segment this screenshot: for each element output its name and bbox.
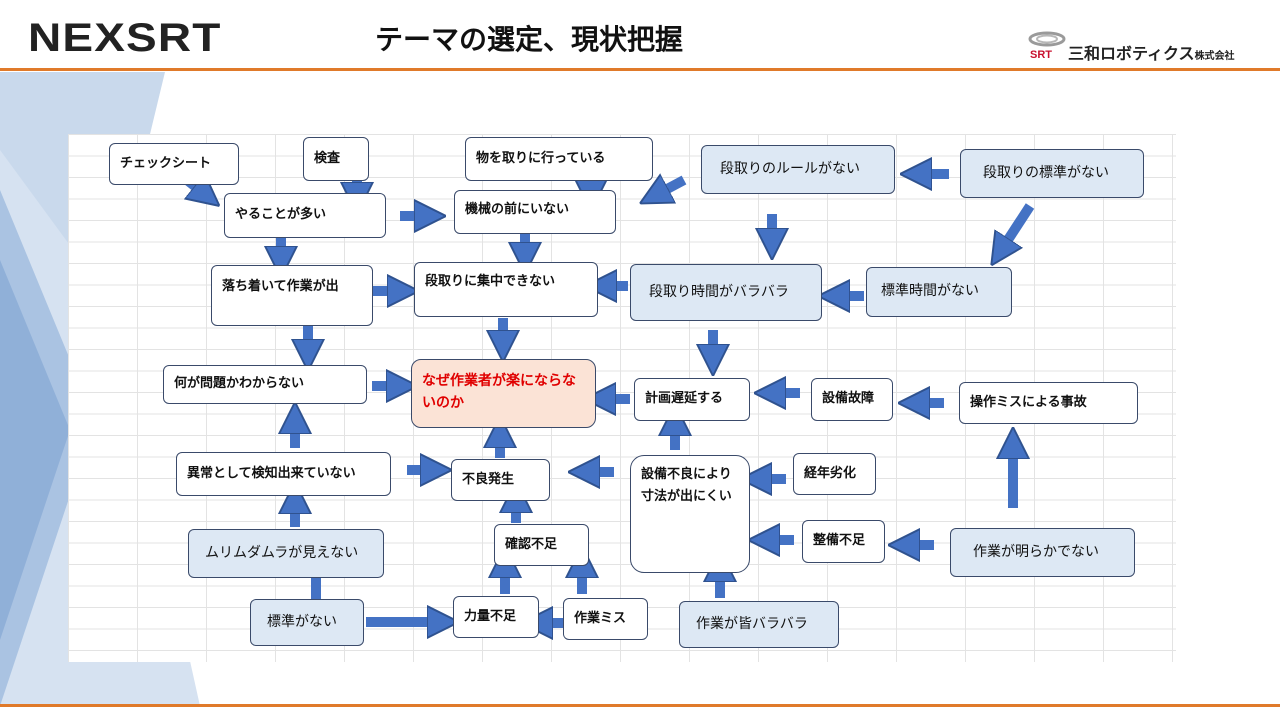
srt-logo-text: SRT xyxy=(1030,49,1052,60)
node-check-lacking: 確認不足 xyxy=(494,524,589,566)
node-no-standard-time: 標準時間がない xyxy=(866,267,1012,317)
node-setup-time-varies: 段取り時間がバラバラ xyxy=(630,264,822,321)
node-schedule-delay: 計画遅延する xyxy=(634,378,750,421)
node-defect: 不良発生 xyxy=(451,459,550,501)
node-unknown-problem: 何が問題かわからない xyxy=(163,365,367,404)
node-cant-focus-setup: 段取りに集中できない xyxy=(414,262,598,317)
node-checksheet: チェックシート xyxy=(109,143,239,185)
node-skill-lacking: 力量不足 xyxy=(453,596,539,638)
node-not-at-machine: 機械の前にいない xyxy=(454,190,616,234)
corporate-name: 三和ロボティクス株式会社 xyxy=(1068,40,1235,64)
company-logo: NEXSRT xyxy=(24,12,294,64)
node-muri-muda-mura: ムリムダムラが見えない xyxy=(188,529,384,578)
corporate-name-main: 三和ロボティクス xyxy=(1068,44,1195,63)
node-aging: 経年劣化 xyxy=(793,453,876,495)
header: NEXSRT テーマの選定、現状把握 SRT 三和ロボティクス株式会社 xyxy=(0,0,1280,72)
node-core-question: なぜ作業者が楽にならないのか xyxy=(411,359,596,428)
arrow-rules-to-machine xyxy=(654,180,687,196)
page-title: テーマの選定、現状把握 xyxy=(375,23,684,56)
node-abnormal-undetected: 異常として検知出来ていない xyxy=(176,452,391,496)
node-operation-mistake: 作業ミス xyxy=(563,598,648,640)
corporate-name-suffix: 株式会社 xyxy=(1194,51,1235,62)
node-many-tasks: やることが多い xyxy=(224,193,386,238)
node-fetching: 物を取りに行っている xyxy=(465,137,653,181)
node-operation-accident: 操作ミスによる事故 xyxy=(959,382,1138,424)
node-inspection: 検査 xyxy=(303,137,369,181)
node-setup-standard: 段取りの標準がない xyxy=(960,149,1144,198)
footer-divider xyxy=(0,704,1280,707)
node-cant-settle: 落ち着いて作業が出 xyxy=(211,265,373,326)
logo-wordmark: NEXSRT xyxy=(28,16,222,60)
node-equipment-failure: 設備故障 xyxy=(811,378,893,421)
node-work-unclear: 作業が明らかでない xyxy=(950,528,1135,577)
node-maintenance-lacking: 整備不足 xyxy=(802,520,885,563)
node-equipment-dimension: 設備不良により寸法が出にくい xyxy=(630,455,750,573)
node-setup-rules: 段取りのルールがない xyxy=(701,145,895,194)
logo-text: NEXSRT xyxy=(28,16,221,61)
header-divider xyxy=(0,68,1280,71)
corporate-brand: SRT 三和ロボティクス株式会社 xyxy=(1028,30,1268,63)
srt-logo-icon: SRT xyxy=(1028,31,1066,60)
arrow-standard-to-standardtime xyxy=(1000,203,1035,252)
node-work-varies: 作業が皆バラバラ xyxy=(679,601,839,648)
node-no-standard: 標準がない xyxy=(250,599,364,646)
